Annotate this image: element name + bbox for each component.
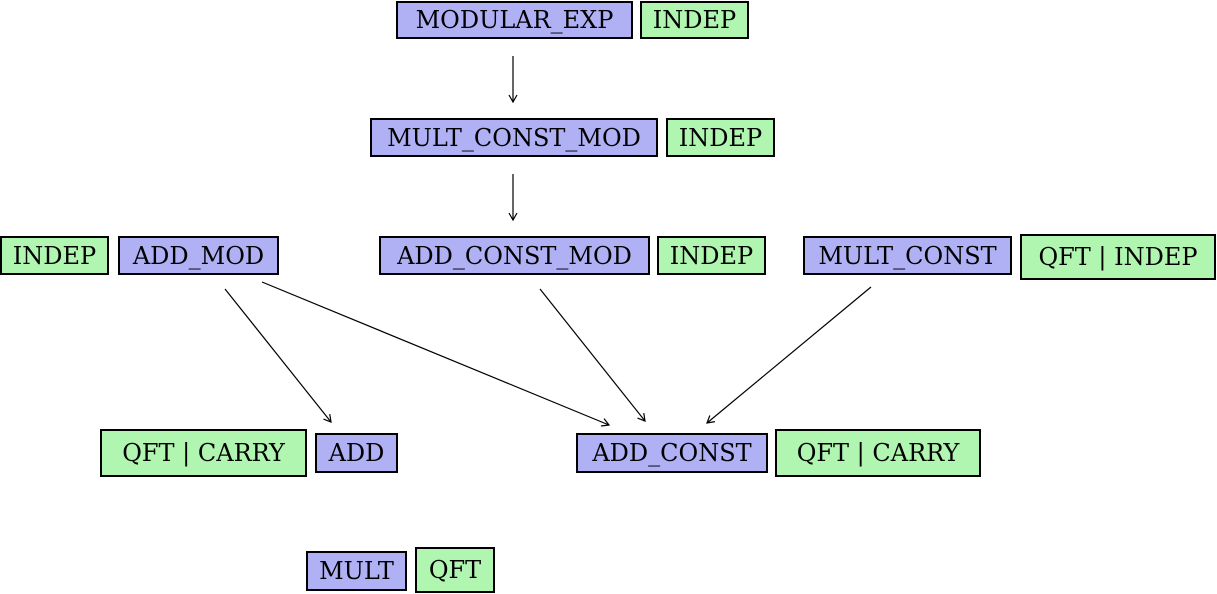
node-modular-exp: MODULAR_EXP bbox=[396, 1, 633, 39]
node-mult-const: MULT_CONST bbox=[803, 236, 1012, 275]
node-mult-const-mod-indep-tag: INDEP bbox=[666, 118, 775, 157]
node-mult: MULT bbox=[306, 551, 407, 591]
node-add-mod-indep-tag: INDEP bbox=[0, 236, 109, 275]
node-add: ADD bbox=[315, 433, 398, 473]
node-mult-const-qft-indep-tag: QFT | INDEP bbox=[1020, 234, 1216, 280]
node-add-qft-carry-tag: QFT | CARRY bbox=[100, 429, 307, 477]
node-mult-const-mod: MULT_CONST_MOD bbox=[370, 118, 658, 157]
edge-mult-const-to-add-const bbox=[706, 286, 872, 424]
node-mult-qft-tag: QFT bbox=[415, 547, 495, 593]
edge-add-const-mod-to-add-const bbox=[539, 288, 646, 422]
edge-add-mod-to-add-const bbox=[261, 281, 611, 427]
edge-add-mod-to-add bbox=[224, 288, 332, 423]
node-add-const-mod: ADD_CONST_MOD bbox=[379, 236, 650, 275]
node-modular-exp-indep-tag: INDEP bbox=[640, 1, 749, 39]
node-add-mod: ADD_MOD bbox=[118, 236, 279, 275]
node-add-const-mod-indep-tag: INDEP bbox=[657, 236, 766, 275]
node-add-const: ADD_CONST bbox=[576, 433, 768, 473]
node-add-const-qft-carry-tag: QFT | CARRY bbox=[775, 429, 981, 477]
